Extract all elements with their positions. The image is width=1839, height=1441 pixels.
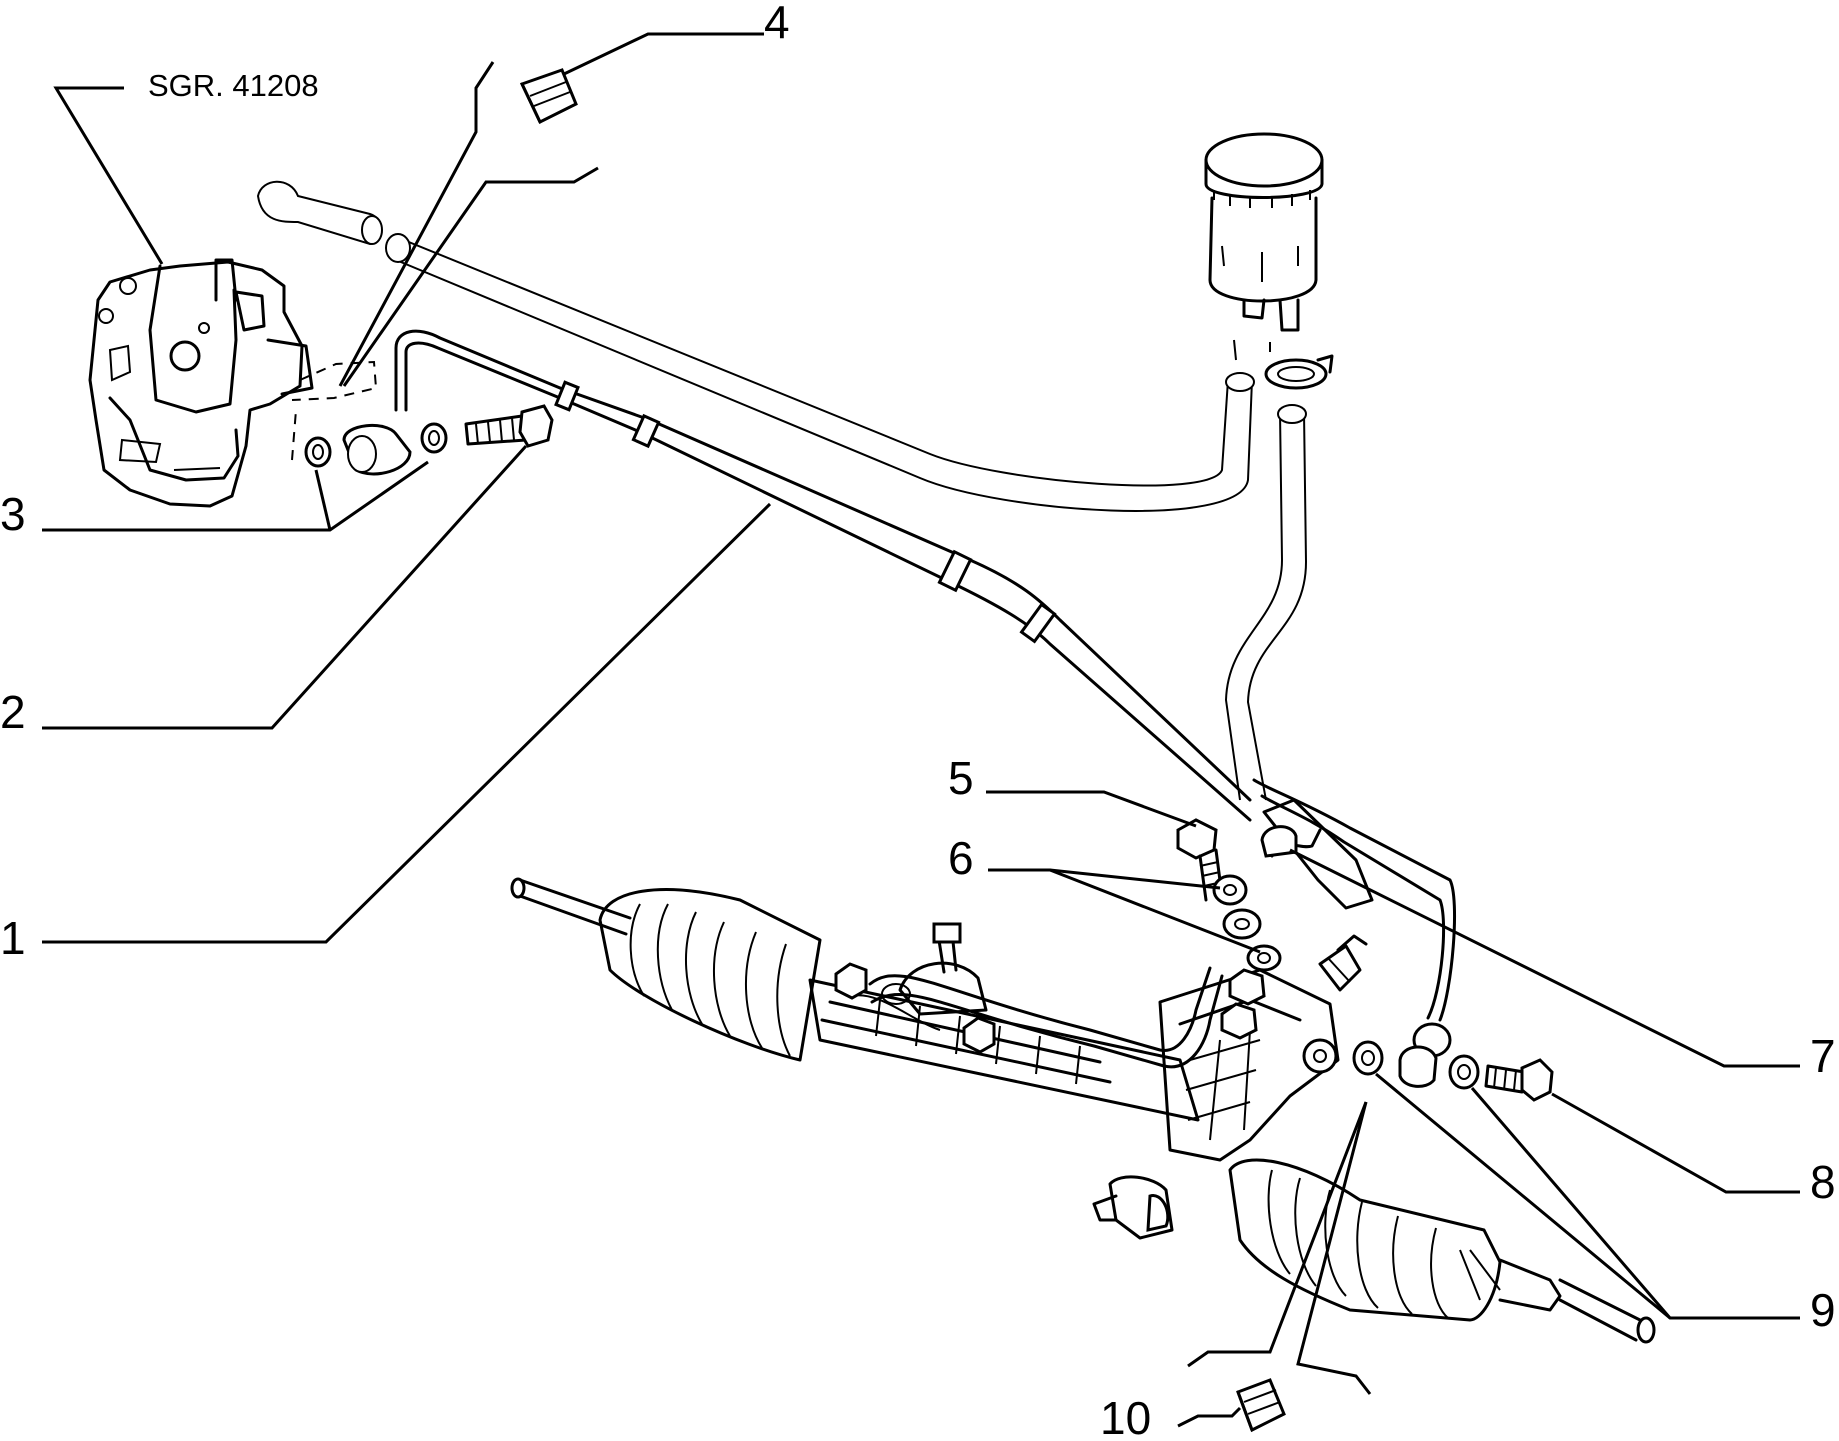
callout-5: 5 <box>948 752 974 804</box>
leader-4-bracket-b <box>342 166 599 387</box>
fluid-reservoir <box>1204 132 1324 361</box>
part-10-grommet <box>1236 1378 1286 1433</box>
callout-1: 1 <box>0 912 26 964</box>
pump-outline-dashed-2 <box>291 409 297 461</box>
steering-rack <box>510 877 1656 1344</box>
pump-outline-dashed <box>291 360 378 401</box>
callout-10: 10 <box>1100 1392 1151 1441</box>
part-7-return-pipe <box>1260 825 1322 858</box>
leader-9-a <box>1375 1072 1800 1320</box>
part-1-pressure-pipe <box>342 329 1457 1058</box>
leader-6-b <box>1049 868 1261 954</box>
leader-4 <box>563 32 764 76</box>
leader-8 <box>1551 1092 1800 1194</box>
callout-7: 7 <box>1810 1030 1836 1082</box>
leader-7 <box>1289 848 1800 1068</box>
leader-1 <box>42 502 772 944</box>
leader-10-c <box>1177 1406 1242 1428</box>
leader-2 <box>42 444 528 730</box>
leader-10-b <box>1296 1101 1372 1395</box>
reference-label: SGR. 41208 <box>148 68 319 103</box>
callout-4: 4 <box>764 0 790 48</box>
callout-6: 6 <box>948 832 974 884</box>
callout-2: 2 <box>0 686 26 738</box>
leader-3-b <box>314 469 332 531</box>
part-8-banjo-bolt <box>1484 1058 1554 1102</box>
part-6-washers <box>1212 874 1282 972</box>
leader-5 <box>986 790 1197 828</box>
leader-6-a <box>988 868 1221 890</box>
part-3-washers <box>304 422 448 468</box>
part-9-washers <box>1352 1040 1480 1090</box>
leader-9-b <box>1470 1087 1672 1319</box>
leader-10-a <box>1187 1101 1368 1368</box>
return-hose-upper <box>256 180 1255 512</box>
reference-leader-line <box>53 86 164 265</box>
part-4-grommet <box>519 68 578 125</box>
steering-pump <box>88 258 314 508</box>
part-5-banjo-bolt <box>1176 818 1224 902</box>
rack-side-fitting <box>1398 1045 1438 1088</box>
hose-clamp <box>1264 354 1334 390</box>
callout-8: 8 <box>1810 1156 1836 1208</box>
callout-3: 3 <box>0 488 26 540</box>
leader-4-bracket-a <box>338 61 495 387</box>
part-2-banjo-bolt <box>464 404 554 448</box>
callout-9: 9 <box>1810 1284 1836 1336</box>
